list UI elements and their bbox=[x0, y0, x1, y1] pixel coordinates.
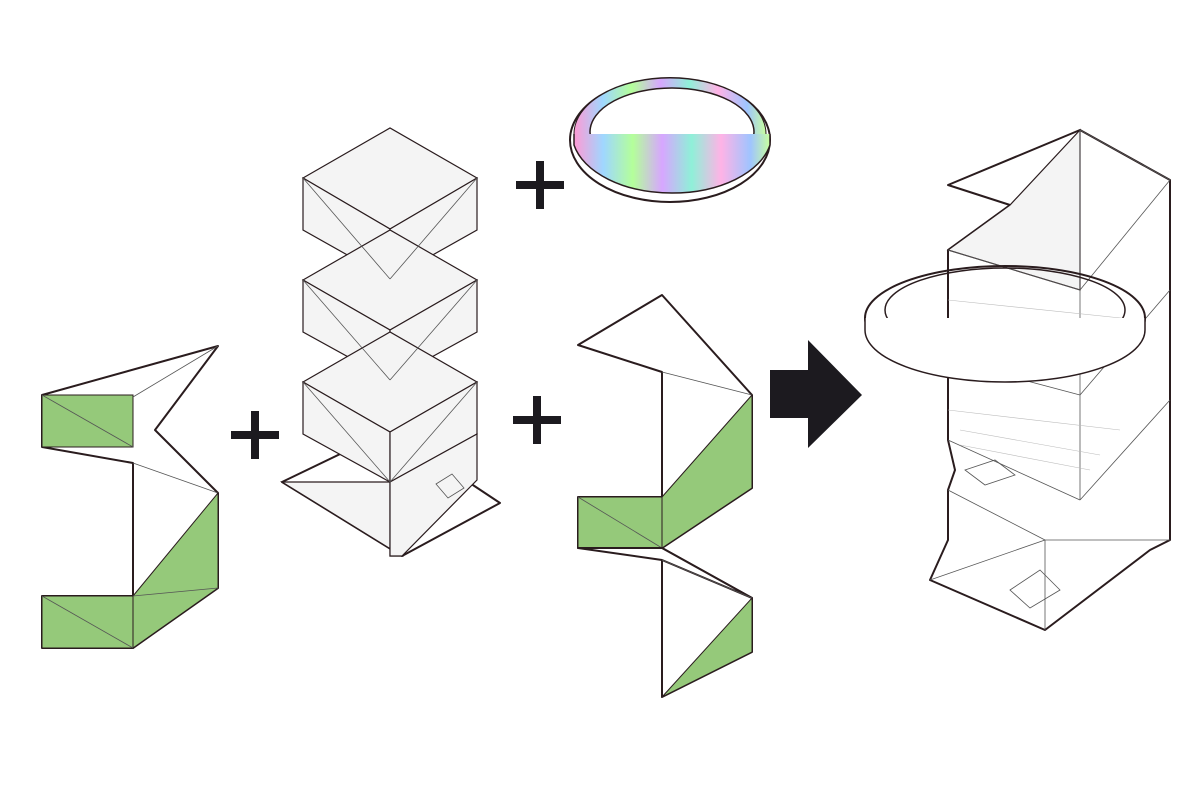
door-icon bbox=[1009, 569, 1061, 609]
stacked-tower bbox=[279, 127, 501, 557]
left-folded-module bbox=[41, 345, 219, 649]
green-panel bbox=[661, 596, 753, 698]
plus-icon bbox=[231, 411, 279, 459]
plus-icon bbox=[513, 396, 561, 444]
arrow-right-icon bbox=[770, 340, 862, 448]
rainbow-ring bbox=[569, 77, 771, 203]
right-folded-module bbox=[577, 294, 753, 698]
combined-tower bbox=[864, 128, 1171, 631]
door-icon bbox=[435, 473, 465, 499]
plus-icon bbox=[516, 161, 564, 209]
